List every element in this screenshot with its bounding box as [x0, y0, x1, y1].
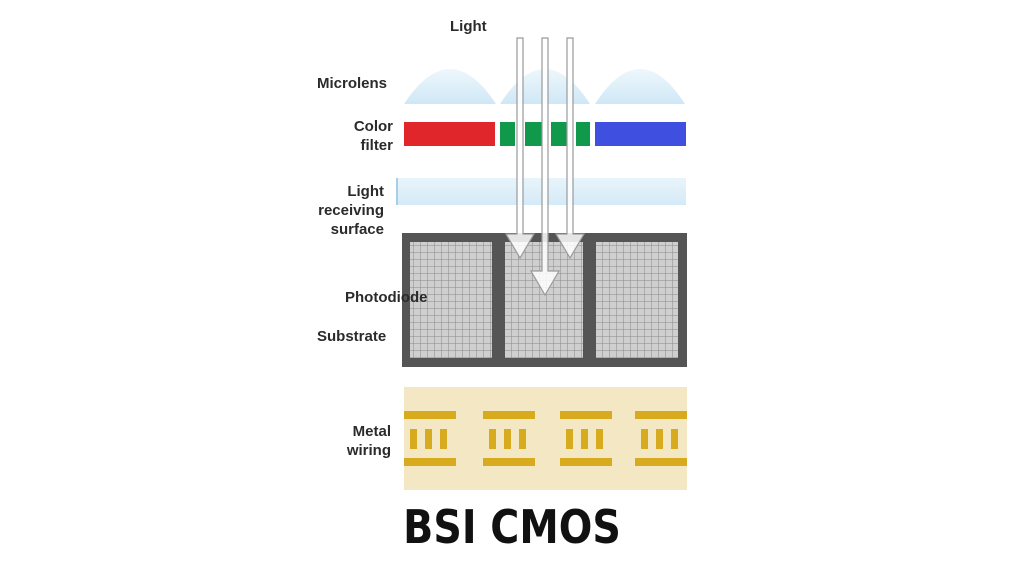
light-ray-arrow — [504, 37, 536, 260]
metal-wiring-element — [404, 411, 456, 466]
metal-wiring-element — [635, 411, 687, 466]
metal-wiring-layer — [404, 387, 687, 490]
label-microlens: Microlens — [317, 75, 388, 92]
photodiode-left — [410, 242, 492, 358]
metal-wiring-element — [560, 411, 612, 466]
metal-wiring-element — [483, 411, 535, 466]
label-metal-wiring-line2: wiring — [346, 442, 391, 459]
label-light-receiving-line2: receiving — [318, 202, 384, 219]
light-rays — [504, 37, 586, 297]
label-light: Light — [450, 18, 487, 35]
label-light-receiving-line3: surface — [330, 221, 384, 238]
microlens-right — [595, 69, 685, 104]
color-filter-blue — [595, 122, 686, 146]
color-filter-green — [500, 122, 590, 146]
label-substrate: Substrate — [317, 328, 387, 345]
metal-wiring-background — [404, 387, 687, 490]
diagram-title: BSI CMOS — [403, 500, 621, 554]
label-photodiode: Photodiode — [345, 289, 428, 306]
metal-wiring-elements — [404, 411, 687, 466]
color-filter-red — [404, 122, 495, 146]
label-metal-wiring-line1: Metal — [352, 423, 391, 440]
label-color-filter-line2: filter — [360, 137, 393, 154]
microlens-left — [404, 69, 496, 104]
photodiode-right — [596, 242, 678, 358]
color-filter-layer — [404, 122, 686, 146]
light-ray-arrow — [554, 37, 586, 260]
label-color-filter-line1: Color — [353, 118, 393, 135]
light-ray-arrow — [529, 37, 561, 297]
label-light-receiving-line1: Light — [347, 183, 384, 200]
